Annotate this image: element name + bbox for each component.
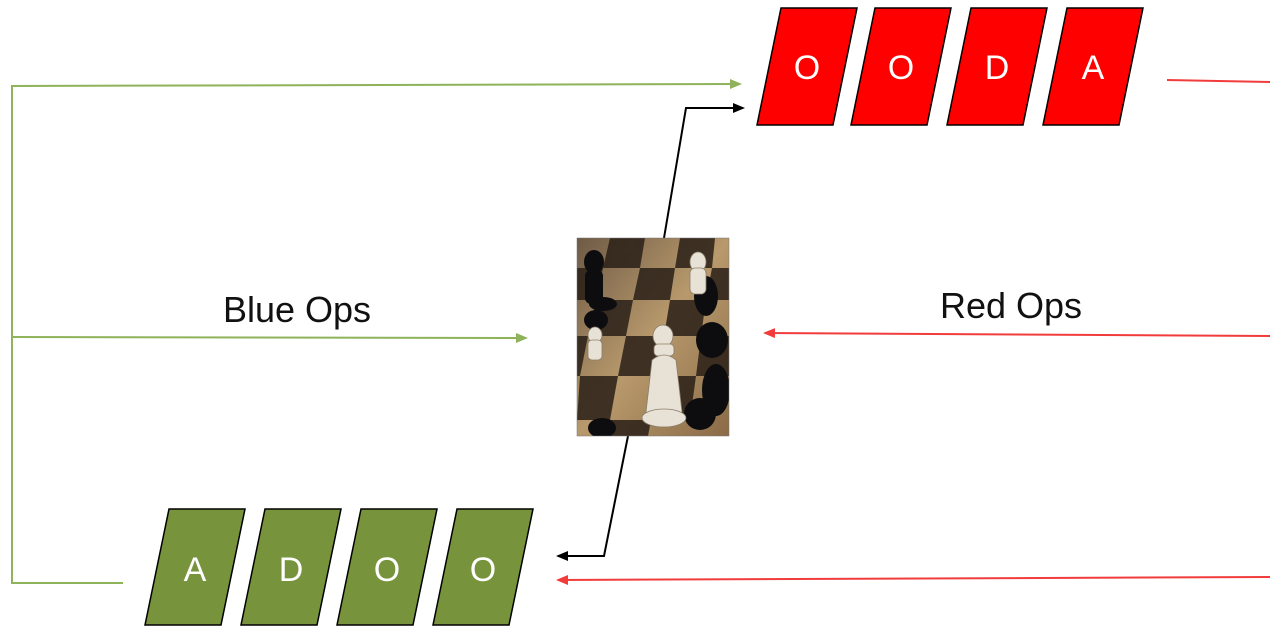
red-ooda-letter: D	[985, 49, 1010, 87]
red-ooda-loop: O O D A	[756, 7, 1144, 126]
blue-ooda-loop: A D O O	[144, 508, 534, 626]
blue-ooda-letter: D	[279, 551, 304, 589]
blue-feedback-loop	[11, 79, 742, 584]
blue-feedback-line	[11, 79, 742, 584]
chess-board-image	[576, 237, 730, 437]
chess-connectors	[556, 103, 745, 561]
blue-ooda-box-orient: O	[336, 508, 438, 626]
blue-ooda-letter: O	[470, 551, 496, 589]
red-ooda-letter: O	[888, 49, 914, 87]
red-ops-label: Red Ops	[940, 285, 1082, 326]
blue-ops-label: Blue Ops	[223, 289, 371, 330]
blue-ooda-box-decide: D	[240, 508, 342, 626]
red-ooda-box-decide: D	[946, 7, 1048, 126]
red-bottom-arrow	[556, 574, 1270, 585]
connector-to-red-loop	[663, 103, 745, 239]
red-ooda-box-orient: O	[850, 7, 952, 126]
blue-ooda-letter: A	[184, 551, 207, 589]
white-chess-pieces	[587, 251, 707, 428]
blue-ops-arrow	[11, 332, 528, 343]
connector-to-blue-loop	[556, 435, 629, 561]
blue-ooda-letter: O	[374, 551, 400, 589]
red-ops-arrow	[763, 328, 1270, 339]
red-feedback-lines	[556, 79, 1270, 585]
red-ooda-letter: A	[1082, 49, 1105, 87]
red-top-line	[1166, 79, 1270, 83]
red-ooda-box-observe: O	[756, 7, 858, 126]
red-ooda-letter: O	[794, 49, 820, 87]
blue-ooda-box-act: A	[144, 508, 246, 626]
blue-ooda-box-observe: O	[432, 508, 534, 626]
red-ooda-box-act: A	[1042, 7, 1144, 126]
